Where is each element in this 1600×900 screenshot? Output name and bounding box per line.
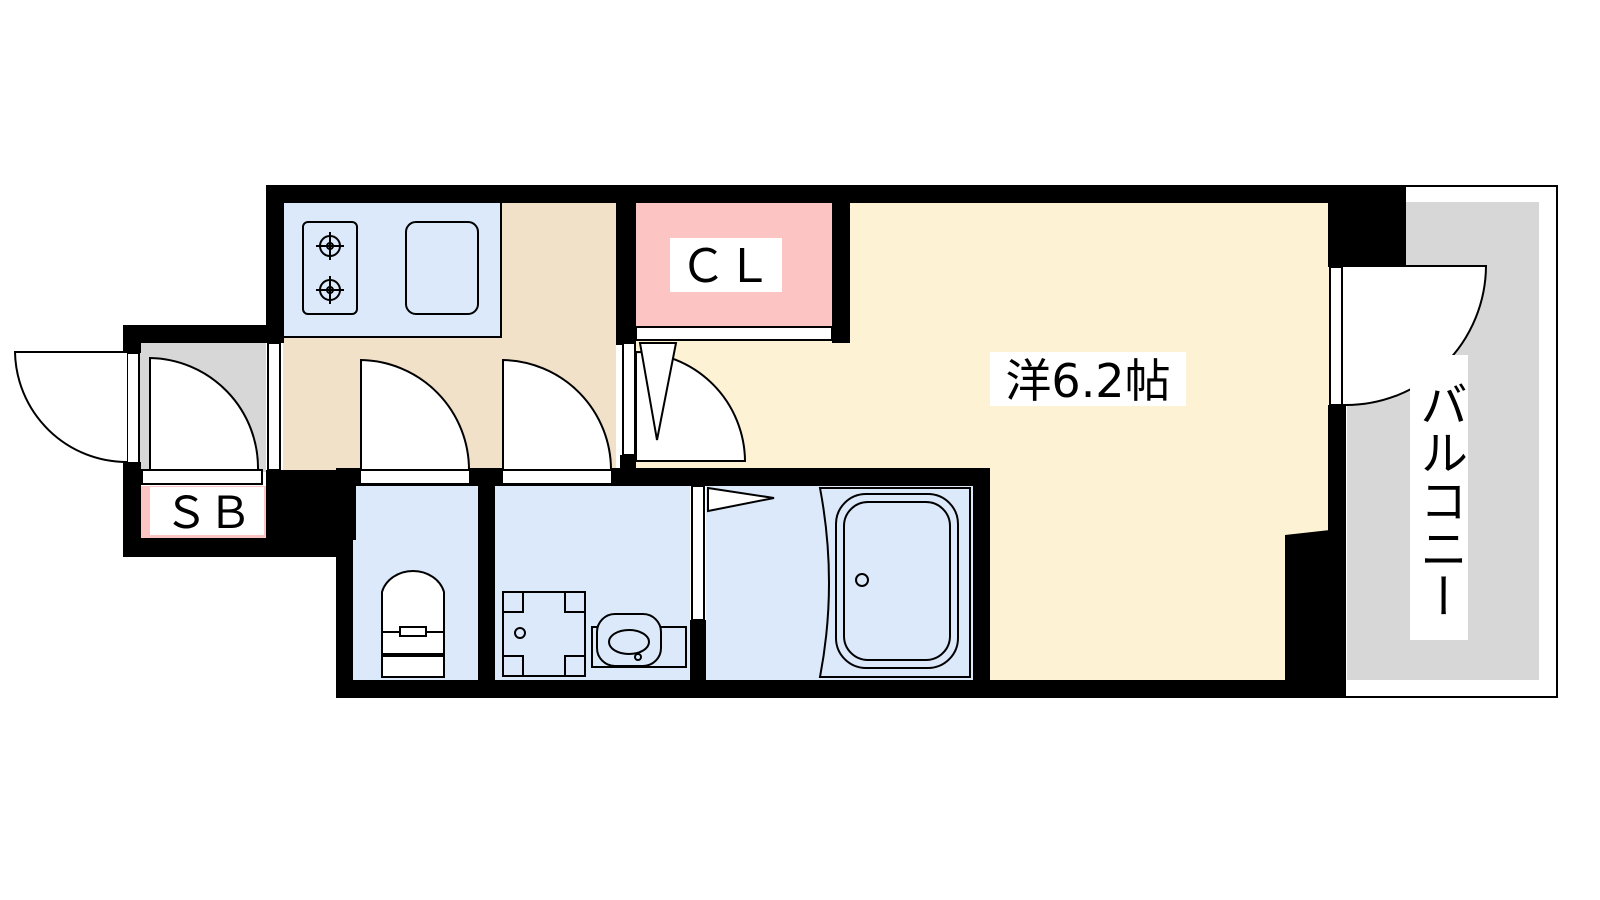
wall-bottom [336,680,1346,698]
washroom-door-frame [501,469,613,485]
closet-door-frame [635,326,833,341]
wall-closet-right [832,185,850,343]
wall-entry-top [123,325,284,343]
bathroom-door-frame [691,485,705,621]
wall-right-bottom [1328,405,1346,698]
toilet-door-swing-icon [360,358,471,471]
wall-bath-right [973,468,990,698]
sb-door-frame [141,469,263,485]
wall-toilet-right [478,468,495,698]
bathtub-icon [818,487,971,678]
entry-side-frame [267,342,281,471]
entry-inner-door-swing-icon [149,356,260,471]
washbasin-icon [591,613,687,668]
shoe-box-label: ＳＢ [164,488,252,539]
closet-label-bg [670,238,782,292]
bathroom-door-leaf-icon [707,486,775,513]
wall-entry-left-bottom [123,462,141,557]
washing-machine-icon [502,591,586,677]
closet-door-leaf-icon [638,342,678,441]
door-swings [13,265,1488,513]
balcony-label-bg [1410,355,1468,640]
wall-kitchen-left [266,185,284,343]
toilet-door-frame [359,469,471,485]
entrance-door-swing-icon [13,351,128,463]
sink-icon [405,221,479,315]
wall-top [266,185,1346,203]
structural-column [1285,530,1330,698]
balcony-window-frame [1329,266,1343,406]
balcony-label: バルコニー [1411,380,1467,620]
wall-entry-left-top [123,325,141,353]
frames [126,266,1343,621]
washroom-door-swing-icon [502,358,613,471]
room-door-frame [622,342,636,456]
wall-washroom-right [690,620,706,698]
wall-toilet-left [336,468,353,698]
closet-label: ＣＬ [680,239,772,293]
room-label-bg [990,352,1186,406]
walls [123,185,1406,698]
shoe-box-label-bg [150,487,264,535]
wall-corridor-bottom [336,468,988,486]
room-label: 洋6.2帖 [1005,354,1170,408]
balcony-pillar-top [1340,186,1406,266]
wall-shoebox-bottom [123,538,337,557]
gas-stove-icon [302,221,358,315]
entry-door-frame [126,352,140,464]
wall-corridor-post [620,455,636,486]
toilet-icon [381,569,445,678]
wall-kitchen-closet-divider [616,185,636,345]
